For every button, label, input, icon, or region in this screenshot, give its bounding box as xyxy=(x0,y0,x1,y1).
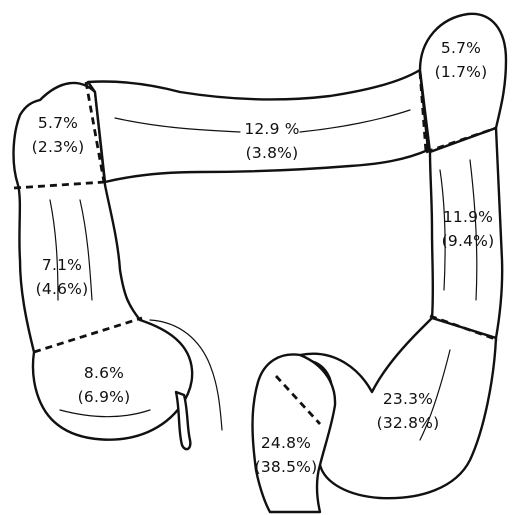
transverse-colon-sublabel: (3.8%) xyxy=(246,144,299,162)
hepatic-flexure-label: 5.7% xyxy=(38,114,78,132)
cecum-label: 8.6% xyxy=(84,364,124,382)
rectum-sublabel: (38.5%) xyxy=(255,458,318,476)
sigmoid-colon-sublabel: (32.8%) xyxy=(377,414,440,432)
transverse-colon-label: 12.9 % xyxy=(244,120,299,138)
sigmoid-colon-label: 23.3% xyxy=(383,390,433,408)
splenic-flexure-sublabel: (1.7%) xyxy=(435,63,488,81)
appendix-outline xyxy=(176,392,190,449)
rectum-label: 24.8% xyxy=(261,434,311,452)
cecum-sublabel: (6.9%) xyxy=(78,388,131,406)
ascending-colon-sublabel: (4.6%) xyxy=(36,280,89,298)
descending-colon-sublabel: (9.4%) xyxy=(442,232,495,250)
ascending-colon-label: 7.1% xyxy=(42,256,82,274)
hepatic-flexure-sublabel: (2.3%) xyxy=(32,138,85,156)
descending-colon-label: 11.9% xyxy=(443,208,493,226)
splenic-flexure-label: 5.7% xyxy=(441,39,481,57)
